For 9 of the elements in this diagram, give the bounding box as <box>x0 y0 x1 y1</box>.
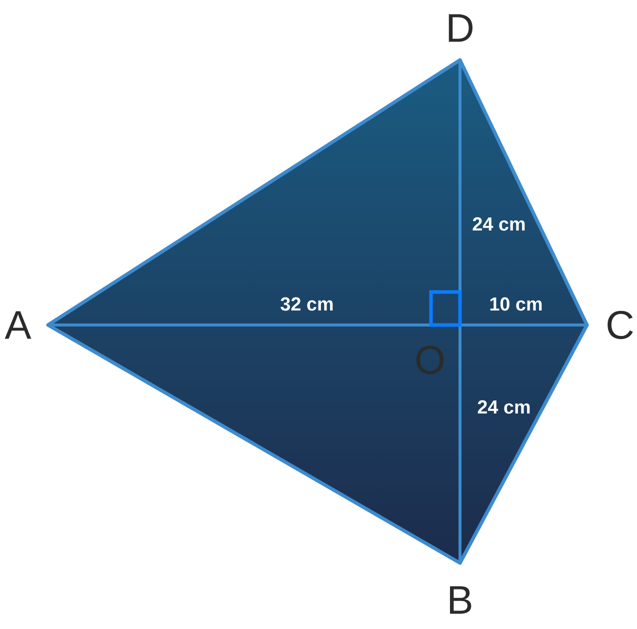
dimension-label: 24 cm <box>478 400 530 414</box>
dimension-label: 10 cm <box>490 297 542 311</box>
vertex-label: D <box>448 14 472 42</box>
vertex-label: C <box>608 310 633 340</box>
vertex-label: B <box>450 586 472 614</box>
dimension-label: 32 cm <box>280 297 333 311</box>
vertex-label: A <box>4 311 32 339</box>
dimension-label: 24 cm <box>472 217 525 231</box>
vertex-label: O <box>416 346 444 374</box>
